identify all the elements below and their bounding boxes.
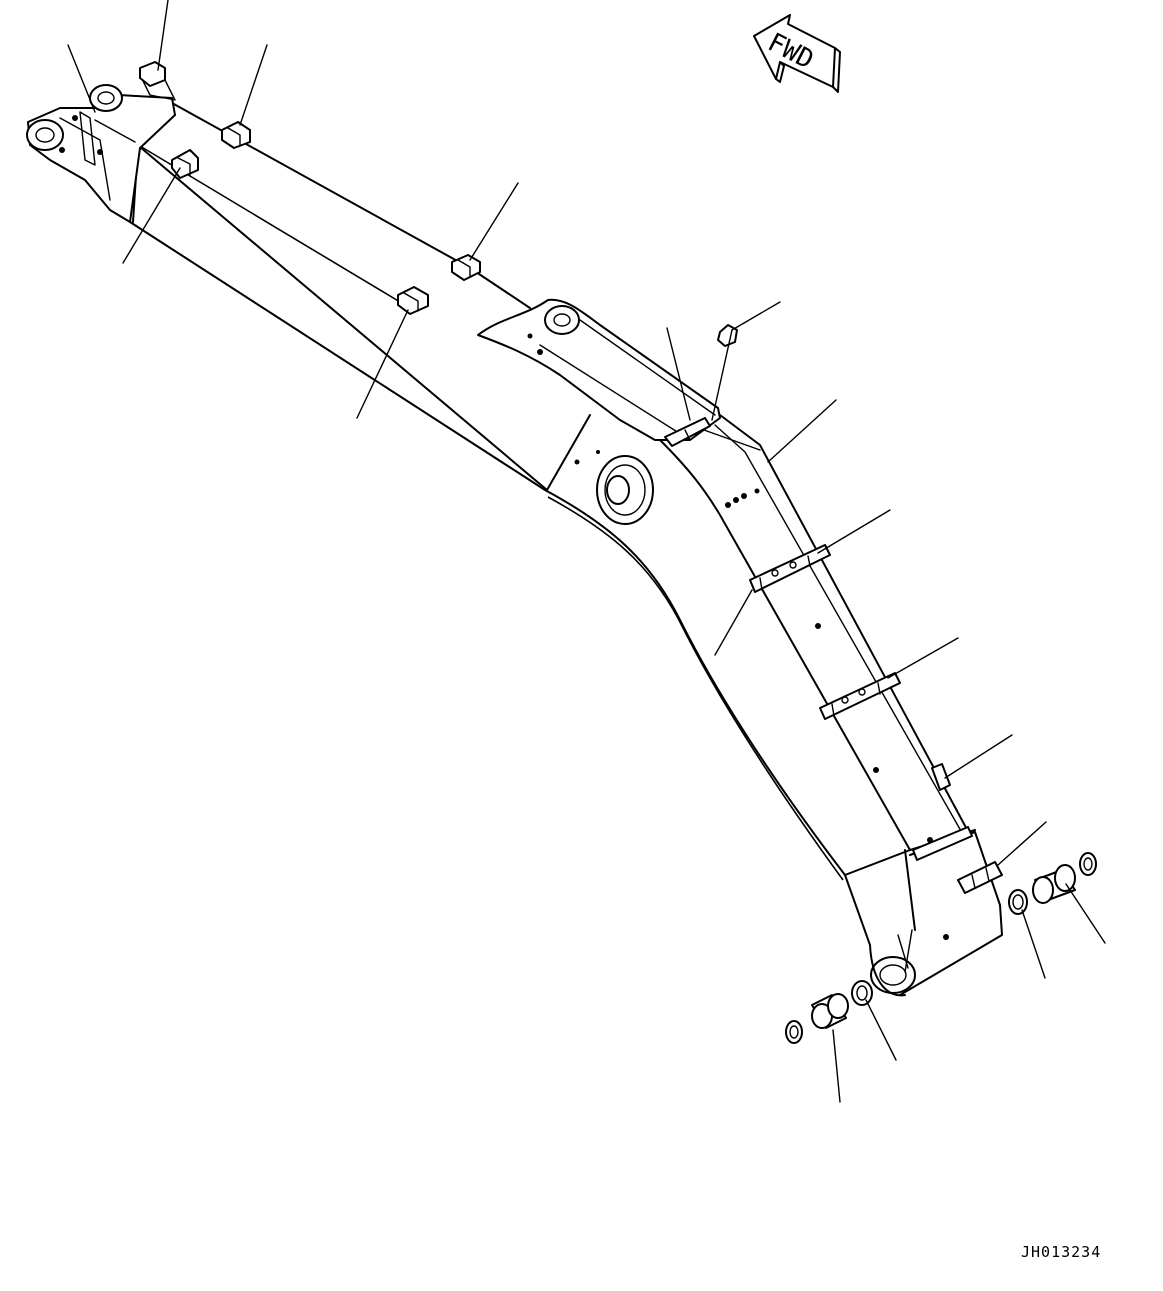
boom-body (119, 94, 1003, 997)
clamp-bracket-6 (664, 417, 711, 447)
boom-left-end (26, 74, 176, 223)
fwd-arrow: FWD (753, 14, 841, 93)
bushing-left (811, 993, 849, 1029)
spacer-ring-right (1008, 889, 1028, 915)
clamp-bracket-11 (912, 826, 973, 861)
surface-markings (725, 488, 933, 843)
leader-lines (67, 0, 1106, 1103)
clamp-bracket-1 (221, 121, 251, 149)
side-boss (574, 450, 654, 525)
foot-pin-bushings (785, 852, 1097, 1044)
bushing-right (1032, 864, 1076, 904)
seal-ring-right (1079, 852, 1097, 876)
clamp-bracket-9 (931, 763, 951, 791)
drawing-number: JH013234 (1021, 1243, 1102, 1261)
clamp-bracket-4 (451, 254, 481, 281)
spacer-ring-left (851, 980, 873, 1006)
clamp-bracket-8 (819, 672, 901, 720)
cylinder-bracket (477, 298, 761, 451)
clamp-bracket-5 (397, 286, 429, 315)
clamp-bracket-10 (957, 861, 1003, 894)
clamp-bracket-7 (749, 544, 831, 593)
seal-ring-left (785, 1020, 803, 1044)
hose-clamp-brackets (139, 61, 1003, 894)
